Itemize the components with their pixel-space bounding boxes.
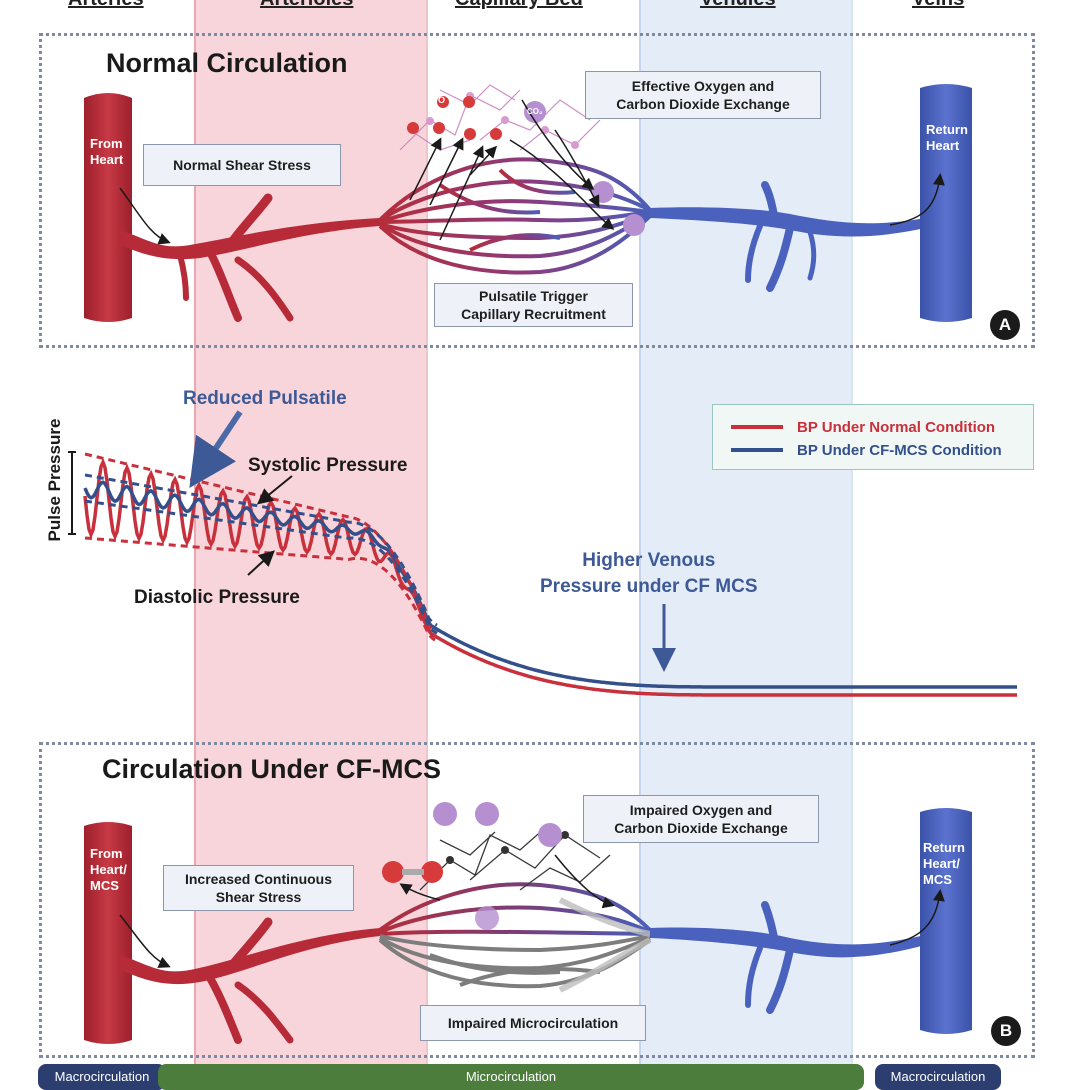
divider [426,0,428,1083]
normal-shear-stress-label: Normal Shear Stress [143,144,341,186]
panel-a-vessels [84,84,972,322]
normal-bp-line [83,457,1017,697]
panel-cf-mcs-circulation [39,742,1035,1058]
co2-molecules-a [524,101,645,236]
panel-b-return-label: Return Heart/ MCS [923,840,965,887]
increased-shear-stress-label: Increased Continuous Shear Stress [163,865,354,911]
oxygen-symbol: O [438,95,446,105]
oxygen-molecules-a [407,96,502,140]
reduced-pulsatile-label: Reduced Pulsatile [183,388,347,409]
legend-label-cf-mcs: BP Under CF-MCS Condition [797,441,1002,459]
panel-a-return-label: Return Heart [926,122,968,153]
oxygen-molecules-b [382,861,443,883]
legend-item-cf-mcs: BP Under CF-MCS Condition [731,440,1002,460]
footer-microcirculation: Microcirculation [158,1064,864,1090]
co2-molecules-b [433,802,562,930]
panel-a-badge: A [990,310,1020,340]
legend-label-normal: BP Under Normal Condition [797,418,996,436]
legend-swatch-normal [731,425,783,429]
higher-venous-pressure-label: Higher Venous Pressure under CF MCS [540,550,758,597]
panel-b-inflow-label: From Heart/ MCS [90,846,127,893]
cf-envelope-top [84,473,438,627]
divider [851,0,853,1083]
legend-swatch-cf-mcs [731,448,783,452]
systolic-pressure-label: Systolic Pressure [248,455,408,476]
zone-header-arteries: Arteries [68,0,144,11]
impaired-microcirculation-label: Impaired Microcirculation [420,1005,646,1041]
panel-normal-circulation [39,33,1035,348]
zone-header-veins: Veins [912,0,964,11]
pulsatile-recruitment-label: Pulsatile Trigger Capillary Recruitment [434,283,633,327]
zone-venules [640,0,852,1083]
bp-legend: BP Under Normal Condition BP Under CF-MC… [712,404,1034,470]
panel-a-title: Normal Circulation [106,48,348,78]
effective-exchange-label: Effective Oxygen and Carbon Dioxide Exch… [585,71,821,119]
panel-a-inflow-label: From Heart [90,136,124,167]
panel-b-vessels [84,802,972,1044]
pressure-chart [68,410,1017,697]
legend-item-normal: BP Under Normal Condition [731,417,995,437]
diastolic-pressure-label: Diastolic Pressure [134,587,300,608]
footer-macrocirculation-left: Macrocirculation [38,1064,166,1090]
zone-header-capillary-bed: Capillary Bed [455,0,583,11]
zone-header-arterioles: Arterioles [260,0,353,11]
divider [194,0,196,1083]
cf-mcs-bp-line [83,480,1017,689]
co2-symbol: CO₂ [527,107,543,116]
impaired-exchange-label: Impaired Oxygen and Carbon Dioxide Excha… [583,795,819,843]
divider [639,0,641,1083]
zone-header-venules: Venules [700,0,776,11]
panel-b-title: Circulation Under CF-MCS [102,754,442,784]
footer-macrocirculation-right: Macrocirculation [875,1064,1001,1090]
pulse-pressure-axis-label: Pulse Pressure [45,418,64,542]
panel-b-badge: B [991,1016,1021,1046]
